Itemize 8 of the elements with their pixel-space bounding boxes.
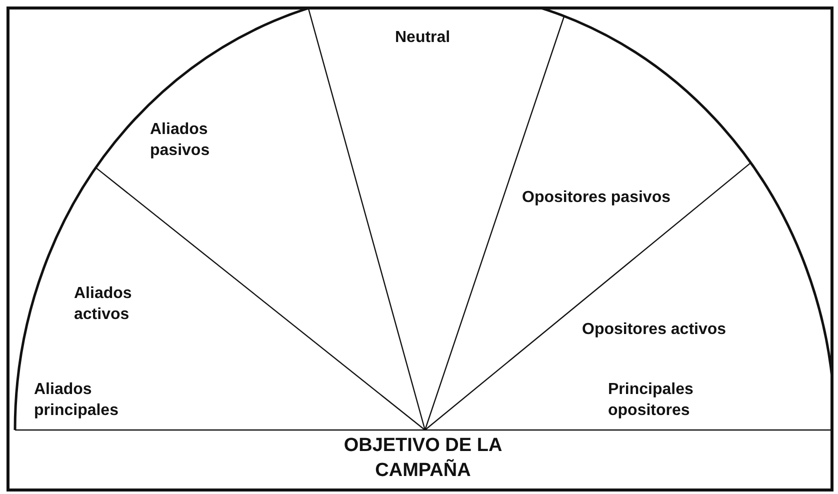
sector-label: Aliados pasivos — [150, 120, 211, 161]
sector-label: Principales opositores — [608, 380, 694, 421]
sector-label: Opositores pasivos — [522, 188, 672, 208]
sector-label: Aliados principales — [34, 380, 120, 421]
goal-label: OBJETIVO DE LA CAMPAÑA — [342, 434, 504, 483]
sector-label: Aliados activos — [74, 284, 133, 325]
sector-label: Neutral — [395, 28, 452, 48]
sector-label: Opositores activos — [582, 320, 728, 340]
